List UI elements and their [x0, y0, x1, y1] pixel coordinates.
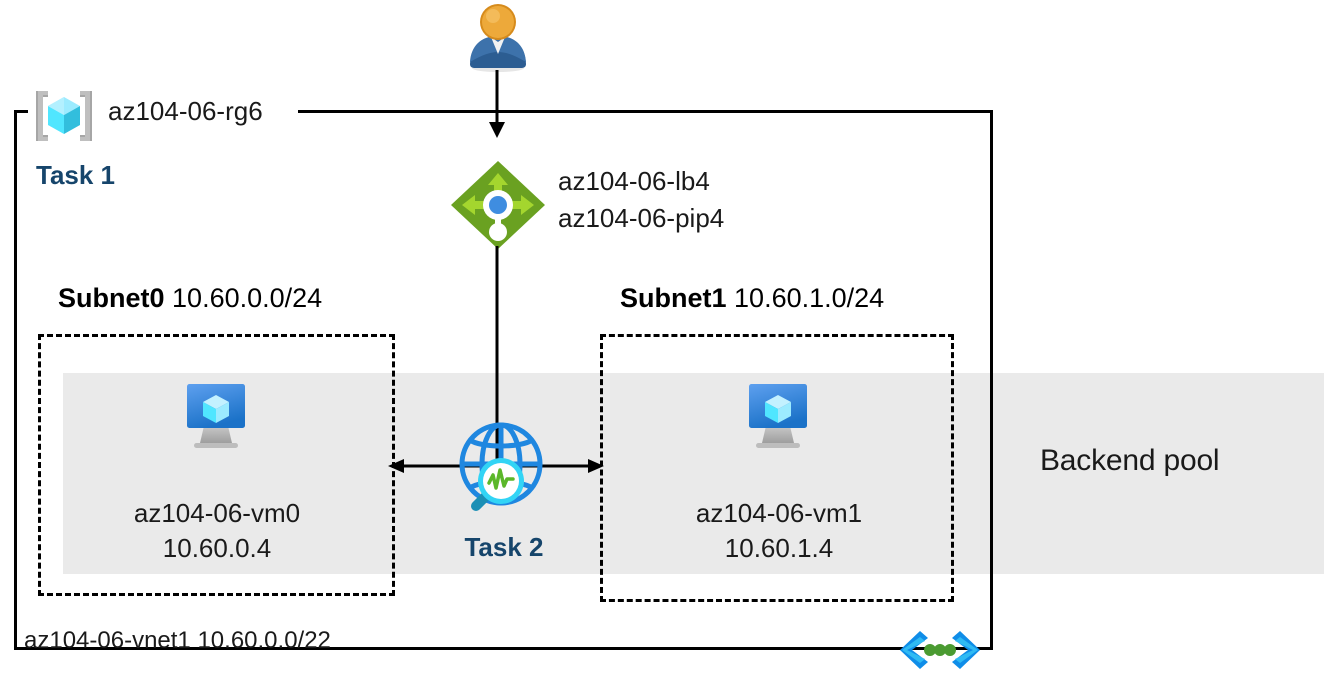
vm1-ip: 10.60.1.4	[724, 532, 834, 563]
vnet-label: az104-06-vnet1 10.60.0.0/22	[24, 627, 331, 654]
public-ip-name: az104-06-pip4	[558, 202, 725, 233]
load-balancer-icon	[448, 158, 548, 258]
subnet1-box	[600, 334, 954, 602]
network-watcher-icon	[448, 418, 554, 524]
subnet0-name: Subnet0	[58, 283, 165, 313]
virtual-machine-icon	[178, 381, 254, 453]
vm0-label: az104-06-vm0 10.60.0.4	[76, 496, 358, 565]
subnet0-title: Subnet0 10.60.0.0/24	[58, 283, 322, 314]
subnet1-title: Subnet1 10.60.1.0/24	[620, 283, 884, 314]
vm0-ip: 10.60.0.4	[162, 532, 272, 563]
vm1-name: az104-06-vm1	[695, 498, 863, 528]
resource-group-label: az104-06-rg6	[108, 96, 263, 126]
subnet0-cidr: 10.60.0.0/24	[172, 283, 323, 313]
user-icon	[462, 2, 534, 74]
virtual-network-boundary-box	[14, 110, 993, 650]
load-balancer-name: az104-06-lb4	[558, 166, 710, 196]
task1-label: Task 1	[36, 160, 116, 190]
virtual-network-icon	[898, 629, 982, 671]
user-to-load-balancer-arrow	[480, 70, 516, 140]
backend-pool-label: Backend pool	[1040, 444, 1220, 477]
backend-pool-band	[63, 373, 1324, 574]
virtual-machine-icon	[740, 381, 816, 453]
load-balancer-label: az104-06-lb4 az104-06-pip4	[558, 163, 724, 237]
resource-group-cube-icon	[30, 88, 98, 144]
resource-group-title-gap	[28, 100, 298, 122]
task2-label: Task 2	[464, 532, 544, 562]
subnet1-name: Subnet1	[620, 283, 727, 313]
vm0-name: az104-06-vm0	[133, 498, 301, 528]
subnet1-cidr: 10.60.1.0/24	[734, 283, 885, 313]
vm1-label: az104-06-vm1 10.60.1.4	[638, 496, 920, 565]
